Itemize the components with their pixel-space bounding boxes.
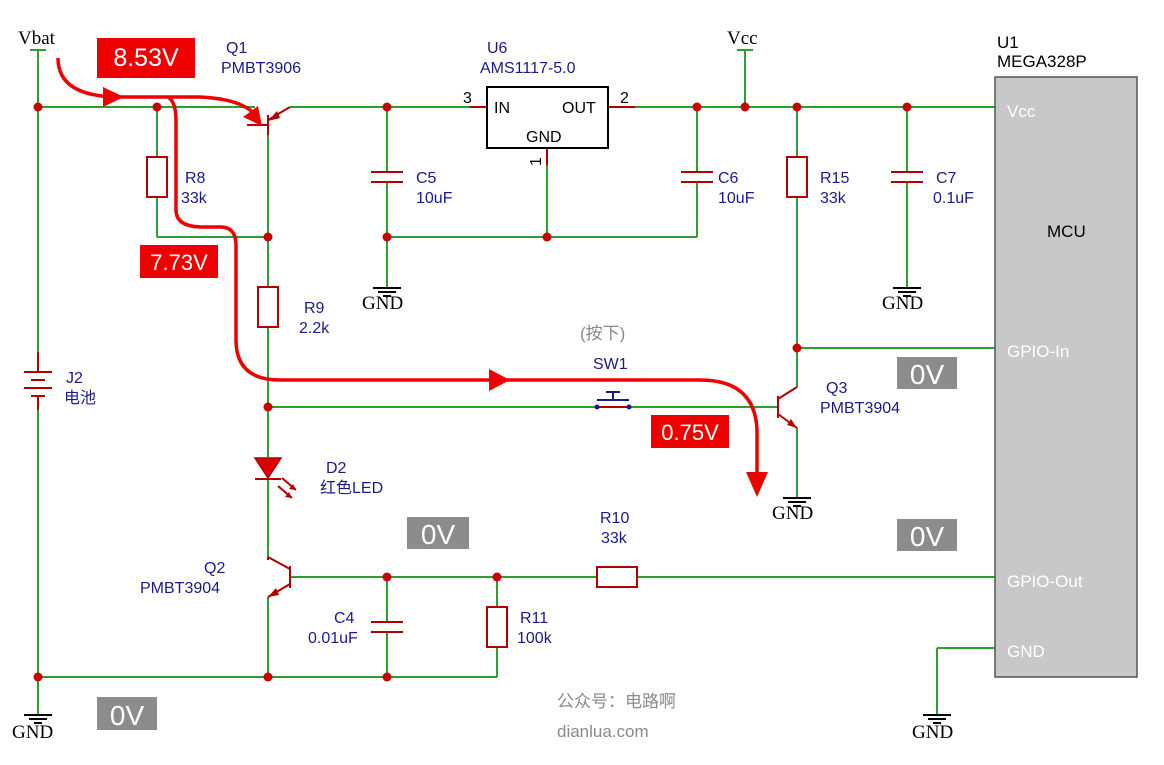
c4-ref: C4	[334, 610, 355, 627]
resistor-r10	[596, 566, 638, 588]
junction-dots	[33, 102, 912, 682]
capacitor-c6	[681, 171, 713, 183]
transistor-q2	[267, 556, 291, 598]
watermark-line1: 公众号：电路啊	[557, 692, 676, 711]
r8-ref: R8	[185, 170, 206, 187]
u6-ref: U6	[487, 40, 508, 57]
gnd-label-c7: GND	[882, 293, 923, 314]
voltage-q3-base: 0.75V	[661, 420, 719, 445]
badge-gpio-out-bg	[897, 519, 957, 551]
voltage-q2-base: 0V	[421, 519, 456, 550]
vcc-net-label: Vcc	[727, 28, 758, 49]
u6-value: AMS1117-5.0	[480, 60, 576, 77]
sw1-state-note: (按下)	[580, 324, 625, 343]
resistor-r11	[486, 606, 508, 648]
voltage-gpio-in: 0V	[910, 359, 945, 390]
c6-ref: C6	[718, 170, 739, 187]
resistor-r9	[257, 286, 279, 328]
voltage-gpio-out: 0V	[910, 521, 945, 552]
r15-value: 33k	[820, 190, 847, 207]
gnd-label-main: GND	[12, 722, 53, 743]
voltage-gnd: 0V	[110, 700, 145, 731]
ground-symbol	[922, 704, 952, 724]
c6-value: 10uF	[718, 190, 755, 207]
mcu-pin-gpio-in: GPIO-In	[1007, 342, 1069, 361]
c5-ref: C5	[416, 170, 437, 187]
q1-value: PMBT3906	[221, 60, 301, 77]
capacitor-c5	[371, 171, 403, 183]
u6-pin2-number: 2	[620, 90, 629, 107]
r9-value: 2.2k	[299, 320, 330, 337]
gnd-label-q3: GND	[772, 503, 813, 524]
badge-q3-base-bg	[651, 415, 729, 448]
vbat-net-label: Vbat	[18, 28, 56, 49]
j2-ref: J2	[66, 370, 83, 387]
voltage-q1-base: 7.73V	[150, 250, 208, 275]
u6-pin1-number: 1	[528, 157, 545, 166]
mcu-pin-gnd: GND	[1007, 642, 1045, 661]
c7-value: 0.1uF	[933, 190, 974, 207]
q3-ref: Q3	[826, 380, 847, 397]
transistor-q3	[777, 386, 798, 429]
u6-pin-gnd: GND	[526, 129, 562, 146]
u6-pin-in: IN	[494, 100, 510, 117]
mcu-pin-vcc: Vcc	[1007, 102, 1036, 121]
led-d2	[253, 457, 297, 499]
resistor-r15	[786, 156, 808, 198]
c5-value: 10uF	[416, 190, 453, 207]
sw1-ref: SW1	[593, 356, 628, 373]
badge-q1-base-bg	[140, 245, 218, 278]
q2-value: PMBT3904	[140, 580, 220, 597]
current-flow-path	[56, 57, 768, 497]
r8-value: 33k	[181, 190, 208, 207]
j2-value: 电池	[64, 389, 96, 407]
regulator-u6	[470, 86, 635, 165]
d2-value: 红色LED	[320, 479, 383, 497]
battery-j2	[24, 352, 52, 410]
u6-pin3-number: 3	[463, 90, 472, 107]
badge-vbat-bg	[97, 38, 195, 78]
watermark-line2: dianlua.com	[557, 722, 649, 741]
c4-value: 0.01uF	[308, 630, 358, 647]
ground-symbol	[23, 704, 53, 724]
r11-value: 100k	[517, 630, 553, 647]
badge-gpio-in-bg	[897, 357, 957, 389]
r9-ref: R9	[304, 300, 325, 317]
capacitor-c7	[891, 171, 923, 183]
mcu-label: MCU	[1047, 222, 1086, 241]
r15-ref: R15	[820, 170, 849, 187]
c7-ref: C7	[936, 170, 957, 187]
mcu-pin-gpio-out: GPIO-Out	[1007, 572, 1083, 591]
u1-ref: U1	[997, 33, 1019, 52]
voltage-vbat: 8.53V	[113, 44, 179, 72]
mcu-u1-body	[994, 76, 1138, 678]
resistor-r8	[146, 156, 168, 198]
q2-ref: Q2	[204, 560, 225, 577]
r10-value: 33k	[601, 530, 628, 547]
r11-ref: R11	[520, 610, 548, 627]
gnd-label-c5: GND	[362, 293, 403, 314]
q1-ref: Q1	[226, 40, 247, 57]
u6-pin-out: OUT	[562, 100, 596, 117]
r10-ref: R10	[600, 510, 629, 527]
u1-value: MEGA328P	[997, 52, 1087, 71]
badge-gnd-bg	[97, 697, 157, 730]
badge-q2-base-bg	[407, 517, 469, 549]
capacitor-c4	[371, 621, 403, 633]
transistor-q1	[247, 106, 291, 135]
switch-sw1	[594, 391, 632, 410]
d2-ref: D2	[326, 460, 347, 477]
gnd-label-mcu: GND	[912, 722, 953, 743]
q3-value: PMBT3904	[820, 400, 900, 417]
